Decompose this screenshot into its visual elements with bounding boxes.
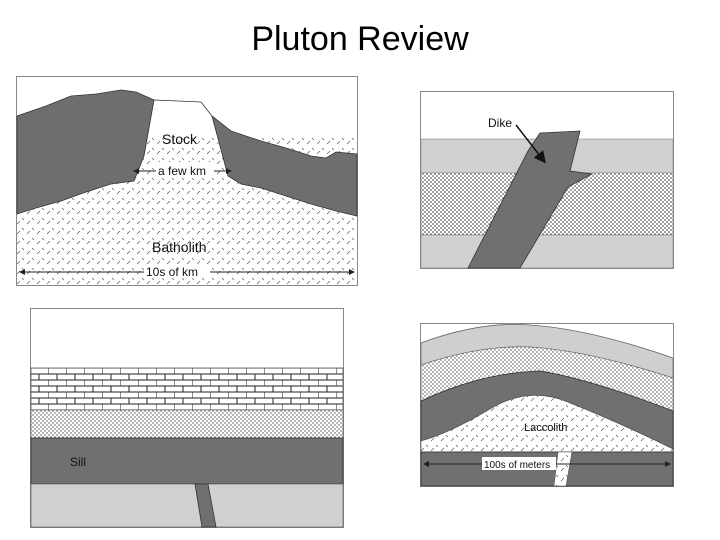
sill-label: Sill: [70, 455, 86, 469]
layer-sandstone: [30, 409, 344, 439]
stock-width-label: a few km: [158, 164, 206, 178]
sill-diagram: Sill: [30, 308, 344, 528]
sill-body: [30, 437, 344, 485]
batholith-width-label: 10s of km: [146, 265, 198, 279]
stock-batholith-diagram: Stock a few km Batholith 10s of km: [16, 76, 358, 286]
country-rock-right: [211, 114, 358, 217]
batholith-label: Batholith: [152, 239, 206, 255]
country-rock-left: [16, 89, 155, 215]
layer-bottom: [420, 234, 674, 269]
laccolith-width-label: 100s of meters: [484, 460, 550, 471]
dike-label: Dike: [488, 116, 512, 130]
feeder-dike: [553, 451, 573, 487]
layer-limestone: [30, 367, 344, 411]
dike-pointer: [515, 124, 546, 164]
laccolith-diagram: Laccolith 100s of meters: [420, 323, 674, 487]
laccolith-label: Laccolith: [524, 422, 567, 434]
stock-label: Stock: [162, 131, 198, 147]
layer-bottom: [30, 483, 344, 528]
slide-title: Pluton Review: [251, 20, 469, 58]
laccolith-body: [420, 395, 674, 453]
dike-diagram: Dike: [420, 91, 674, 269]
feeder-dike: [194, 483, 217, 528]
stock-outline: [153, 99, 213, 117]
